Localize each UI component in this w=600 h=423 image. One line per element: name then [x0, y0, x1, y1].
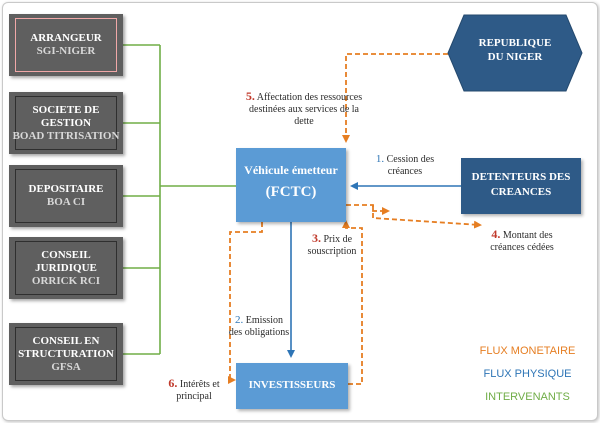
republique-label: REPUBLIQUE DU NIGER — [478, 37, 552, 63]
step-6-number: 6. — [168, 376, 178, 390]
physical-flows — [287, 182, 461, 358]
intervenant-sub: BOA CI — [46, 196, 86, 208]
step-5-note: 5. Affectation des ressources destinées … — [245, 90, 363, 128]
intervenant-sub: GFSA — [51, 360, 81, 373]
intervenant-sub: ORRICK RCI — [31, 274, 101, 287]
intervenant-label: ARRANGEUR — [30, 32, 102, 44]
intervenant-sub: BOAD TITRISATION — [12, 129, 120, 142]
investisseurs-label: INVESTISSEURS — [248, 379, 336, 391]
vehicule-sub: (FCTC) — [265, 184, 317, 200]
step-5-number: 5. — [245, 89, 255, 103]
intervenant-label: CONSEIL JURIDIQUE — [35, 248, 97, 274]
step-1-number: 1. — [375, 153, 385, 165]
investisseurs-box: INVESTISSEURS — [236, 363, 348, 409]
step-6-note: 6. Intérêts et principal — [158, 377, 230, 403]
intervenant-conseil-juridique: CONSEIL JURIDIQUE ORRICK RCI — [9, 237, 123, 299]
vehicule-emetteur-box: Véhicule émetteur (FCTC) — [236, 148, 346, 222]
step-4-text: Montant des créances cédées — [490, 230, 554, 253]
intervenant-conseil-structuration: CONSEIL EN STRUCTURATION GFSA — [9, 323, 123, 385]
intervenant-label: SOCIETE DE GESTION — [32, 103, 100, 129]
step-2-note: 2. Emission des obligations — [228, 314, 290, 339]
legend-flux-monetaire: FLUX MONETAIRE — [479, 345, 576, 357]
intervenant-sub: SGI-NIGER — [36, 45, 96, 57]
intervenant-label: DEPOSITAIRE — [28, 183, 104, 195]
step-2-number: 2. — [235, 314, 244, 326]
step-3-text: Prix de souscription — [307, 234, 357, 257]
step-2-text: Emission des obligations — [228, 315, 290, 338]
intervenants-connector — [123, 44, 236, 355]
detenteurs-label: DETENTEURS DES CREANCES — [471, 171, 571, 198]
legend-intervenants: INTERVENANTS — [485, 391, 570, 403]
step-6-text: Intérêts et principal — [176, 379, 220, 402]
legend-flux-physique: FLUX PHYSIQUE — [483, 368, 572, 380]
step-3-number: 3. — [311, 231, 321, 245]
step-4-number: 4. — [491, 227, 501, 241]
step-3-note: 3. Prix de souscription — [300, 232, 364, 258]
step-4-note: 4. Montant des créances cédées — [478, 228, 566, 254]
step-5-text: Affectation des ressources destinées aux… — [249, 92, 363, 127]
intervenant-label: CONSEIL EN STRUCTURATION — [18, 334, 114, 360]
intervenant-arrangeur: ARRANGEUR SGI-NIGER — [9, 14, 123, 76]
detenteurs-box: DETENTEURS DES CREANCES — [461, 158, 581, 214]
monetary-flows — [228, 53, 482, 385]
intervenant-societe-gestion: SOCIETE DE GESTION BOAD TITRISATION — [9, 92, 123, 154]
vehicule-title: Véhicule émetteur — [244, 163, 338, 177]
step-1-note: 1. Cession des créances — [364, 153, 446, 178]
intervenant-depositaire: DEPOSITAIRE BOA CI — [9, 165, 123, 227]
step-1-text: Cession des créances — [386, 154, 435, 177]
